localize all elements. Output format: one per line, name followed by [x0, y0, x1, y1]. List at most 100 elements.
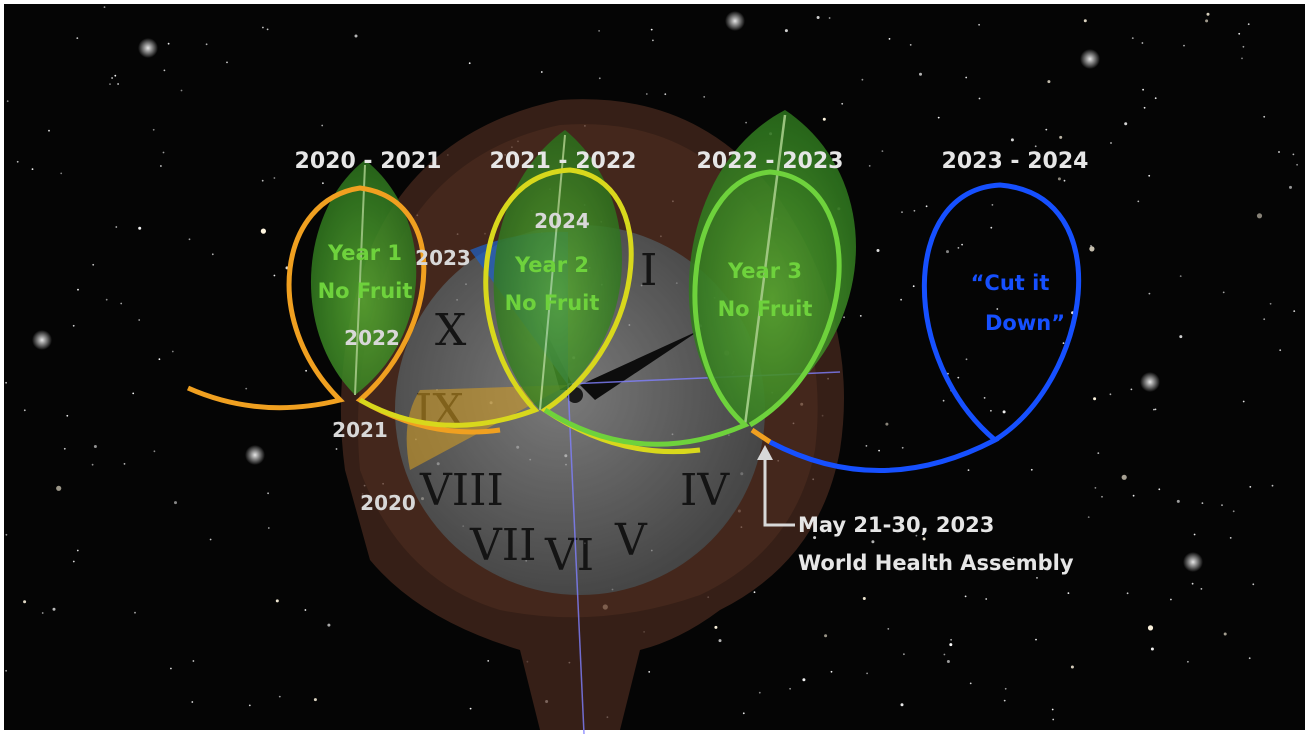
star — [171, 350, 174, 353]
star — [1271, 484, 1274, 487]
star — [5, 381, 7, 384]
star — [862, 597, 866, 600]
star — [313, 698, 317, 702]
loop-cut-it-down — [768, 182, 1082, 473]
roman-viii: VIII — [419, 465, 504, 516]
event-arrow-head — [757, 445, 773, 460]
star — [273, 274, 276, 277]
star — [714, 625, 718, 629]
star — [487, 660, 490, 662]
star — [598, 30, 600, 32]
star — [1045, 128, 1048, 131]
star — [31, 168, 34, 171]
star — [1206, 12, 1210, 16]
star — [861, 78, 864, 81]
star — [191, 701, 194, 703]
star — [822, 117, 826, 121]
star — [784, 29, 788, 33]
loop-year-3 — [543, 169, 842, 447]
star — [93, 445, 97, 448]
star — [1263, 115, 1266, 118]
star — [965, 358, 968, 361]
star — [209, 538, 212, 541]
star — [1241, 57, 1243, 60]
star — [1052, 718, 1055, 721]
star — [188, 238, 191, 241]
event-title: World Health Assembly — [798, 551, 1074, 575]
event-date: May 21-30, 2023 — [798, 513, 994, 537]
period-label-1: 2020 - 2021 — [295, 149, 442, 174]
star — [1141, 42, 1144, 44]
star — [1142, 88, 1144, 91]
star — [327, 623, 331, 627]
star — [6, 100, 9, 103]
star — [878, 449, 880, 452]
star — [1051, 708, 1054, 711]
star — [1153, 408, 1155, 411]
star — [1223, 632, 1227, 636]
star — [876, 249, 880, 252]
star — [922, 537, 926, 541]
star — [919, 72, 922, 76]
star — [1201, 502, 1204, 504]
star — [469, 707, 472, 710]
star — [162, 151, 165, 154]
star — [163, 69, 166, 72]
star — [965, 76, 968, 79]
star — [652, 39, 654, 42]
star — [138, 226, 142, 230]
star — [903, 653, 905, 656]
star — [900, 703, 904, 707]
star — [985, 598, 988, 600]
star — [278, 695, 281, 698]
star — [978, 23, 980, 26]
leaf-4-line-2: Down” — [985, 311, 1065, 335]
star — [753, 591, 756, 594]
star — [266, 28, 269, 31]
star — [865, 445, 868, 447]
star — [943, 653, 946, 656]
star — [226, 61, 228, 64]
roman-vi: VI — [544, 530, 594, 581]
star — [1126, 592, 1129, 595]
star — [900, 298, 902, 301]
star — [160, 165, 162, 167]
star — [1057, 177, 1061, 181]
star — [703, 96, 706, 98]
star — [72, 560, 75, 563]
star — [262, 26, 264, 29]
star — [60, 172, 63, 175]
star — [1158, 488, 1161, 491]
star — [267, 527, 270, 529]
star — [138, 319, 141, 321]
star — [912, 285, 915, 288]
star — [1148, 292, 1151, 295]
star — [1109, 393, 1112, 396]
star — [1242, 45, 1245, 48]
star — [881, 150, 884, 153]
star — [909, 44, 912, 46]
leaf-3-line-1: Year 3 — [727, 259, 802, 283]
year-label-2023: 2023 — [415, 246, 471, 270]
star — [745, 121, 747, 124]
leaf-2-line-1: Year 2 — [514, 253, 589, 277]
star — [5, 533, 8, 536]
star — [1035, 638, 1037, 641]
star — [167, 42, 170, 45]
star — [650, 28, 653, 31]
star — [888, 38, 891, 40]
star — [967, 469, 970, 471]
star — [1131, 37, 1134, 39]
star — [5, 669, 7, 672]
star — [1247, 23, 1250, 26]
star — [1004, 687, 1007, 690]
star — [109, 83, 111, 85]
star — [23, 409, 26, 412]
year-label-2022: 2022 — [344, 326, 400, 350]
star — [1087, 516, 1090, 518]
star — [103, 6, 106, 8]
star — [1093, 397, 1097, 401]
star — [1170, 598, 1172, 601]
star — [41, 612, 44, 614]
star — [1059, 135, 1063, 139]
